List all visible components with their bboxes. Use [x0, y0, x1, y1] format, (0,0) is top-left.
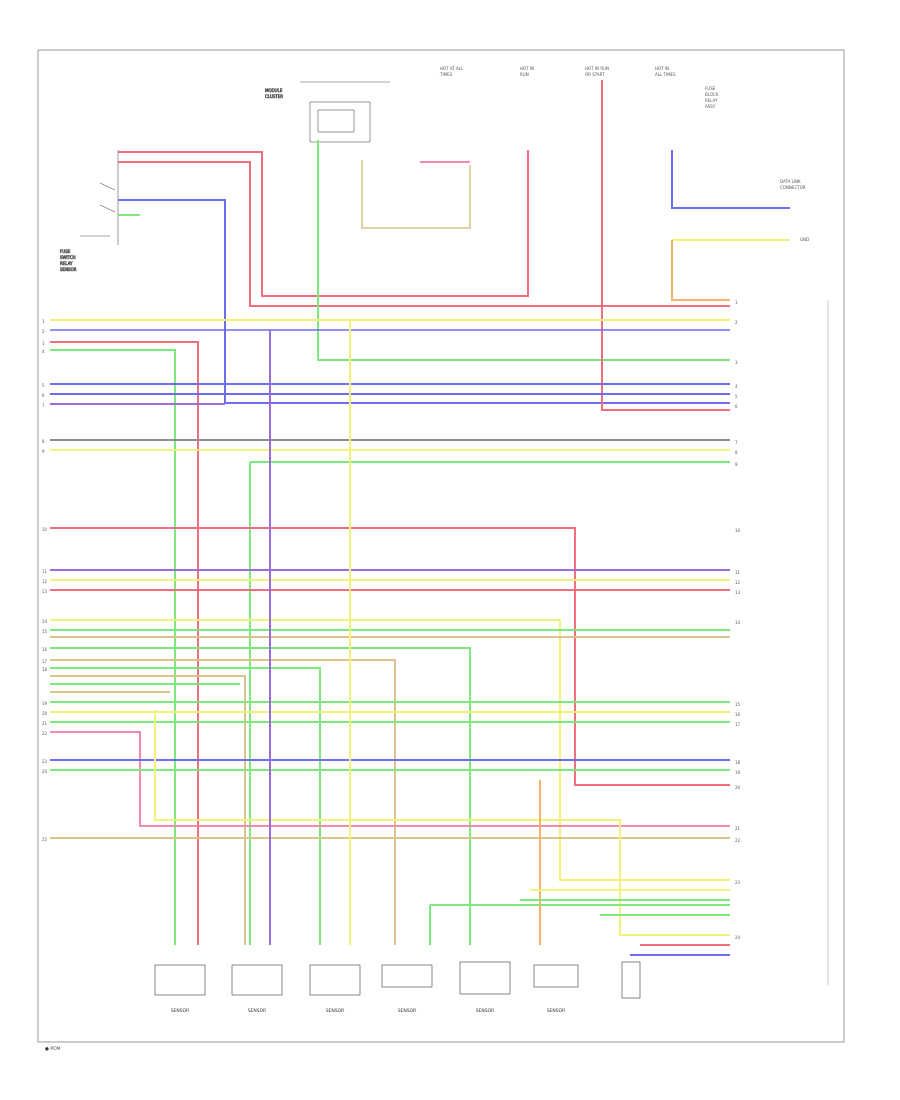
component-4 — [381, 964, 433, 988]
svg-text:23: 23 — [42, 759, 48, 764]
svg-text:RELAY: RELAY — [705, 98, 718, 103]
svg-text:22: 22 — [735, 838, 741, 843]
svg-text:SENSOR: SENSOR — [248, 1008, 267, 1014]
svg-text:CLUSTER: CLUSTER — [265, 94, 283, 99]
svg-text:14: 14 — [735, 620, 741, 625]
svg-text:21: 21 — [42, 721, 48, 726]
svg-text:SENSOR: SENSOR — [326, 1008, 345, 1014]
left-pin-numbers: 1 2 3 4 5 6 7 8 9 10 11 12 13 14 15 16 1… — [42, 319, 48, 842]
svg-text:CONNECTOR: CONNECTOR — [780, 185, 806, 190]
svg-text:SWITCH: SWITCH — [60, 255, 76, 260]
svg-text:11: 11 — [735, 570, 741, 575]
svg-text:10: 10 — [42, 527, 48, 532]
bottom-components — [154, 961, 641, 999]
pcm-connector: 1 2 3 4 5 6 7 8 9 10 11 12 13 14 15 16 1… — [735, 300, 829, 985]
svg-text:GND: GND — [800, 237, 809, 242]
svg-text:23: 23 — [735, 880, 741, 885]
component-6 — [533, 964, 579, 988]
svg-text:ASSY: ASSY — [705, 104, 716, 109]
svg-text:2: 2 — [42, 329, 45, 334]
svg-text:12: 12 — [735, 580, 741, 585]
svg-text:5: 5 — [42, 383, 45, 388]
svg-text:3: 3 — [42, 341, 45, 346]
svg-text:7: 7 — [42, 403, 45, 408]
svg-text:24: 24 — [42, 769, 48, 774]
svg-text:HOT AT ALL: HOT AT ALL — [440, 66, 464, 71]
svg-text:20: 20 — [42, 711, 48, 716]
svg-text:24: 24 — [735, 935, 741, 940]
svg-text:15: 15 — [42, 629, 48, 634]
component-3 — [309, 964, 361, 996]
diagram-frame — [37, 49, 845, 1043]
svg-text:8: 8 — [42, 439, 45, 444]
top-center-module: MODULE CLUSTER — [265, 81, 390, 143]
svg-text:21: 21 — [735, 826, 741, 831]
svg-text:SENSOR: SENSOR — [60, 267, 77, 272]
svg-text:SENSOR: SENSOR — [398, 1008, 417, 1014]
svg-text:HOT IN: HOT IN — [655, 66, 669, 71]
svg-text:22: 22 — [42, 731, 48, 736]
bottom-captions: SENSOR SENSOR SENSOR SENSOR SENSOR SENSO… — [171, 1008, 566, 1014]
svg-text:DATA LINK: DATA LINK — [780, 179, 801, 184]
svg-text:13: 13 — [735, 590, 741, 595]
top-right-labels: HOT AT ALL TIMES HOT IN RUN HOT IN RUN O… — [439, 66, 809, 242]
svg-text:4: 4 — [42, 349, 45, 354]
svg-text:ALL TIMES: ALL TIMES — [655, 72, 676, 77]
svg-text:5: 5 — [735, 394, 738, 399]
svg-text:HOT IN RUN: HOT IN RUN — [585, 66, 609, 71]
svg-text:BLOCK: BLOCK — [705, 92, 719, 97]
svg-text:4: 4 — [735, 384, 738, 389]
svg-text:MODULE: MODULE — [265, 88, 283, 93]
svg-text:FUSE: FUSE — [705, 86, 716, 91]
component-7 — [621, 961, 641, 999]
svg-text:18: 18 — [42, 667, 48, 672]
svg-text:12: 12 — [42, 579, 48, 584]
svg-text:16: 16 — [42, 647, 48, 652]
svg-text:3: 3 — [735, 360, 738, 365]
svg-text:6: 6 — [735, 404, 738, 409]
svg-text:19: 19 — [42, 701, 48, 706]
svg-text:8: 8 — [735, 450, 738, 455]
svg-text:19: 19 — [735, 770, 741, 775]
page-ref: ● PCM — [45, 1046, 60, 1052]
svg-text:RUN: RUN — [520, 72, 529, 77]
svg-text:1: 1 — [735, 300, 738, 305]
top-left-switch: FUSE SWITCH RELAY SENSOR — [60, 150, 119, 272]
component-2 — [231, 964, 283, 996]
svg-text:6: 6 — [42, 393, 45, 398]
svg-text:9: 9 — [42, 449, 45, 454]
svg-text:17: 17 — [735, 722, 741, 727]
svg-text:17: 17 — [42, 659, 48, 664]
svg-text:TIMES: TIMES — [439, 72, 453, 77]
svg-text:HOT IN: HOT IN — [520, 66, 534, 71]
svg-text:OR START: OR START — [585, 72, 605, 77]
svg-text:2: 2 — [735, 320, 738, 325]
svg-text:18: 18 — [735, 760, 741, 765]
svg-text:1: 1 — [42, 319, 45, 324]
svg-text:11: 11 — [42, 569, 48, 574]
svg-text:RELAY: RELAY — [60, 261, 73, 266]
svg-text:7: 7 — [735, 440, 738, 445]
wires — [50, 80, 790, 956]
svg-text:FUSE: FUSE — [60, 249, 71, 254]
svg-text:14: 14 — [42, 619, 48, 624]
svg-text:15: 15 — [735, 702, 741, 707]
svg-text:9: 9 — [735, 462, 738, 467]
svg-text:SENSOR: SENSOR — [171, 1008, 190, 1014]
component-1 — [154, 964, 206, 996]
svg-text:25: 25 — [42, 837, 48, 842]
svg-text:SENSOR: SENSOR — [476, 1008, 495, 1014]
svg-text:13: 13 — [42, 589, 48, 594]
svg-text:20: 20 — [735, 785, 741, 790]
component-5 — [459, 961, 511, 995]
svg-text:SENSOR: SENSOR — [547, 1008, 566, 1014]
svg-text:10: 10 — [735, 528, 741, 533]
svg-text:16: 16 — [735, 712, 741, 717]
